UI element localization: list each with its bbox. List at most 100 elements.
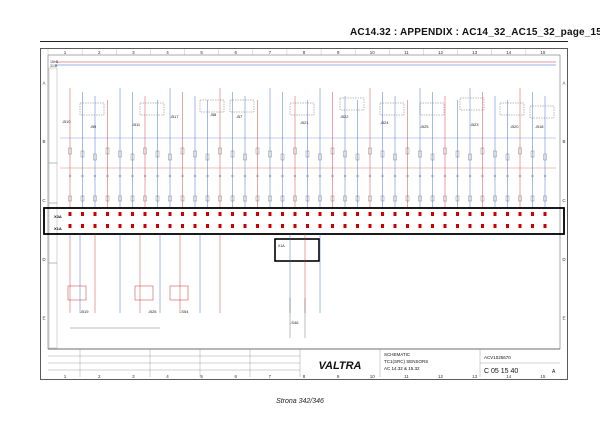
splice-point	[518, 174, 522, 178]
connector-pin	[443, 212, 447, 216]
terminal-mark	[443, 147, 447, 155]
splice-point	[456, 174, 459, 178]
terminal-mark	[293, 147, 297, 155]
row-letter-right: A	[562, 80, 565, 85]
column-number-top: 9	[337, 50, 340, 55]
connector-pin	[306, 212, 309, 216]
terminal-mark	[505, 153, 510, 161]
connector-pin	[418, 224, 422, 228]
splice-point	[156, 174, 159, 178]
splice-point	[393, 174, 397, 178]
connector-pin	[293, 212, 297, 216]
connector-pin	[331, 212, 334, 216]
connector-pin	[368, 224, 372, 228]
splice-point	[431, 174, 434, 178]
connector-pin	[318, 224, 322, 228]
component-label: -B7	[236, 114, 243, 119]
component-label: -B22	[340, 114, 349, 119]
component-label: -B23	[470, 122, 479, 127]
column-number-top: 8	[303, 50, 306, 55]
revision: A	[552, 369, 556, 375]
connector-label-x3a: X3A	[54, 214, 62, 219]
connector-pin	[218, 212, 222, 216]
connector-pin	[493, 212, 497, 216]
connector-label-x1a-secondary: X1A	[278, 244, 285, 248]
connector-pin	[181, 224, 184, 228]
terminal-mark	[543, 195, 547, 202]
connector-pin	[506, 224, 509, 228]
bus-label-left-2: 31-B	[50, 64, 58, 68]
terminal-mark	[143, 195, 147, 202]
terminal-mark	[355, 195, 360, 202]
sensor-box	[379, 102, 405, 116]
connector-pin	[306, 224, 309, 228]
connector-pin	[543, 224, 547, 228]
column-number-bottom: 7	[269, 374, 272, 379]
component-label: -S46	[290, 320, 299, 325]
connector-pin	[393, 212, 397, 216]
terminal-mark	[343, 195, 347, 202]
terminal-mark	[130, 195, 135, 202]
splice-point	[343, 174, 347, 178]
row-letter-right: B	[562, 139, 565, 144]
left-description-column	[48, 67, 58, 349]
column-number-top: 4	[166, 50, 169, 55]
column-number-top: 1	[64, 50, 67, 55]
terminal-mark	[405, 147, 410, 155]
connector-pin	[356, 224, 359, 228]
terminal-mark	[243, 195, 247, 202]
connector-pin	[118, 212, 122, 216]
connector-pin	[206, 224, 209, 228]
connector-pin	[456, 224, 459, 228]
column-number-top: 2	[98, 50, 101, 55]
column-number-top: 13	[472, 50, 478, 55]
terminal-mark	[468, 153, 472, 161]
terminal-mark	[180, 195, 185, 202]
terminal-mark	[530, 150, 535, 158]
connector-pin	[181, 212, 184, 216]
splice-point	[231, 174, 234, 178]
connector-pin	[93, 224, 97, 228]
connector-pin	[81, 212, 84, 216]
terminal-mark	[318, 195, 322, 202]
connector-pin	[456, 212, 459, 216]
terminal-mark	[368, 195, 372, 202]
connector-row	[68, 212, 547, 228]
sensor-box	[289, 102, 315, 116]
terminal-mark	[530, 195, 535, 202]
column-number-bottom: 11	[404, 374, 409, 379]
connector-pin	[368, 212, 372, 216]
component-label: -B19	[80, 309, 89, 314]
terminal-mark	[280, 195, 285, 202]
column-number-bottom: 10	[370, 374, 376, 379]
terminal-mark	[218, 195, 222, 202]
terminal-mark	[343, 150, 347, 158]
bus-label-left-1: 15+B	[50, 60, 59, 64]
splice-point	[181, 174, 184, 178]
terminal-mark	[418, 150, 422, 158]
connector-pin	[106, 224, 109, 228]
terminal-mark	[430, 153, 435, 161]
connector-pin	[218, 224, 222, 228]
splice-point	[356, 174, 359, 178]
terminal-mark	[118, 150, 122, 158]
splice-point	[106, 174, 109, 178]
terminal-mark	[330, 147, 335, 155]
splice-point	[493, 174, 497, 178]
terminal-mark	[155, 150, 160, 158]
connector-pin	[93, 212, 97, 216]
splice-point	[293, 174, 297, 178]
splice-point	[281, 174, 284, 178]
terminal-mark	[268, 195, 272, 202]
highlight-box-secondary	[274, 238, 320, 262]
terminal-mark	[105, 147, 110, 155]
splice-point	[443, 174, 447, 178]
connector-pin	[406, 224, 409, 228]
connector-pin	[81, 224, 84, 228]
terminal-mark	[80, 150, 85, 158]
terminal-mark	[493, 150, 497, 158]
splice-point	[406, 174, 409, 178]
terminal-mark	[455, 195, 460, 202]
splice-point	[468, 174, 472, 178]
